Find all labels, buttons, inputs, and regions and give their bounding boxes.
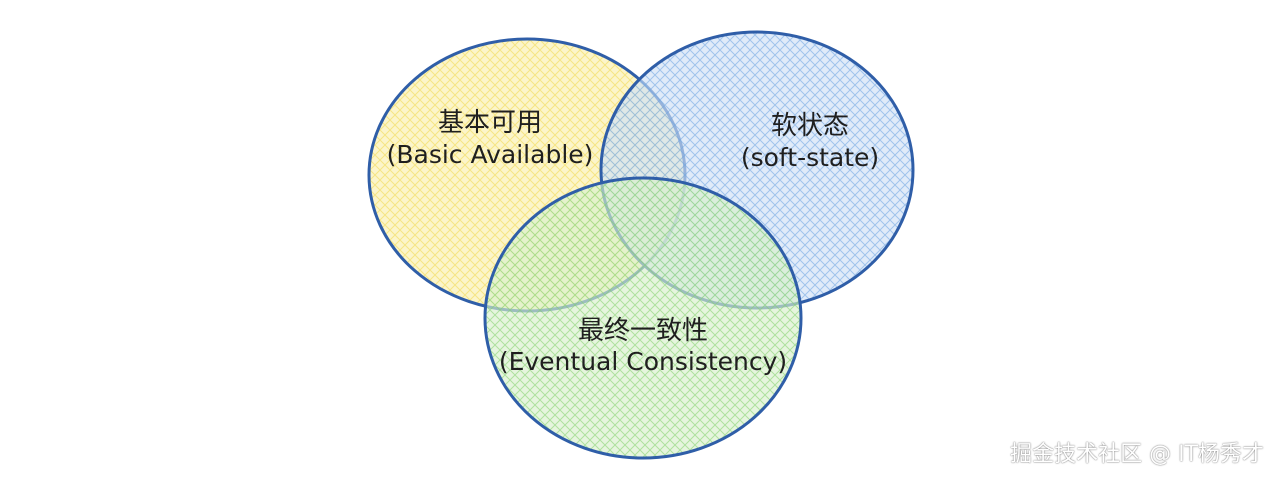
basic-available-en-label: (Basic Available) — [387, 140, 594, 169]
basic-available-zh-label: 基本可用 — [438, 108, 542, 138]
soft-state-en-label: (soft-state) — [741, 143, 879, 172]
eventual-consistency-zh-label: 最终一致性 — [578, 316, 708, 346]
watermark: 掘金技术社区 @ IT杨秀才 — [1010, 442, 1264, 467]
eventual-consistency-en-label: (Eventual Consistency) — [499, 347, 787, 376]
circle-eventual-consistency — [483, 176, 803, 460]
soft-state-zh-label: 软状态 — [771, 111, 849, 141]
